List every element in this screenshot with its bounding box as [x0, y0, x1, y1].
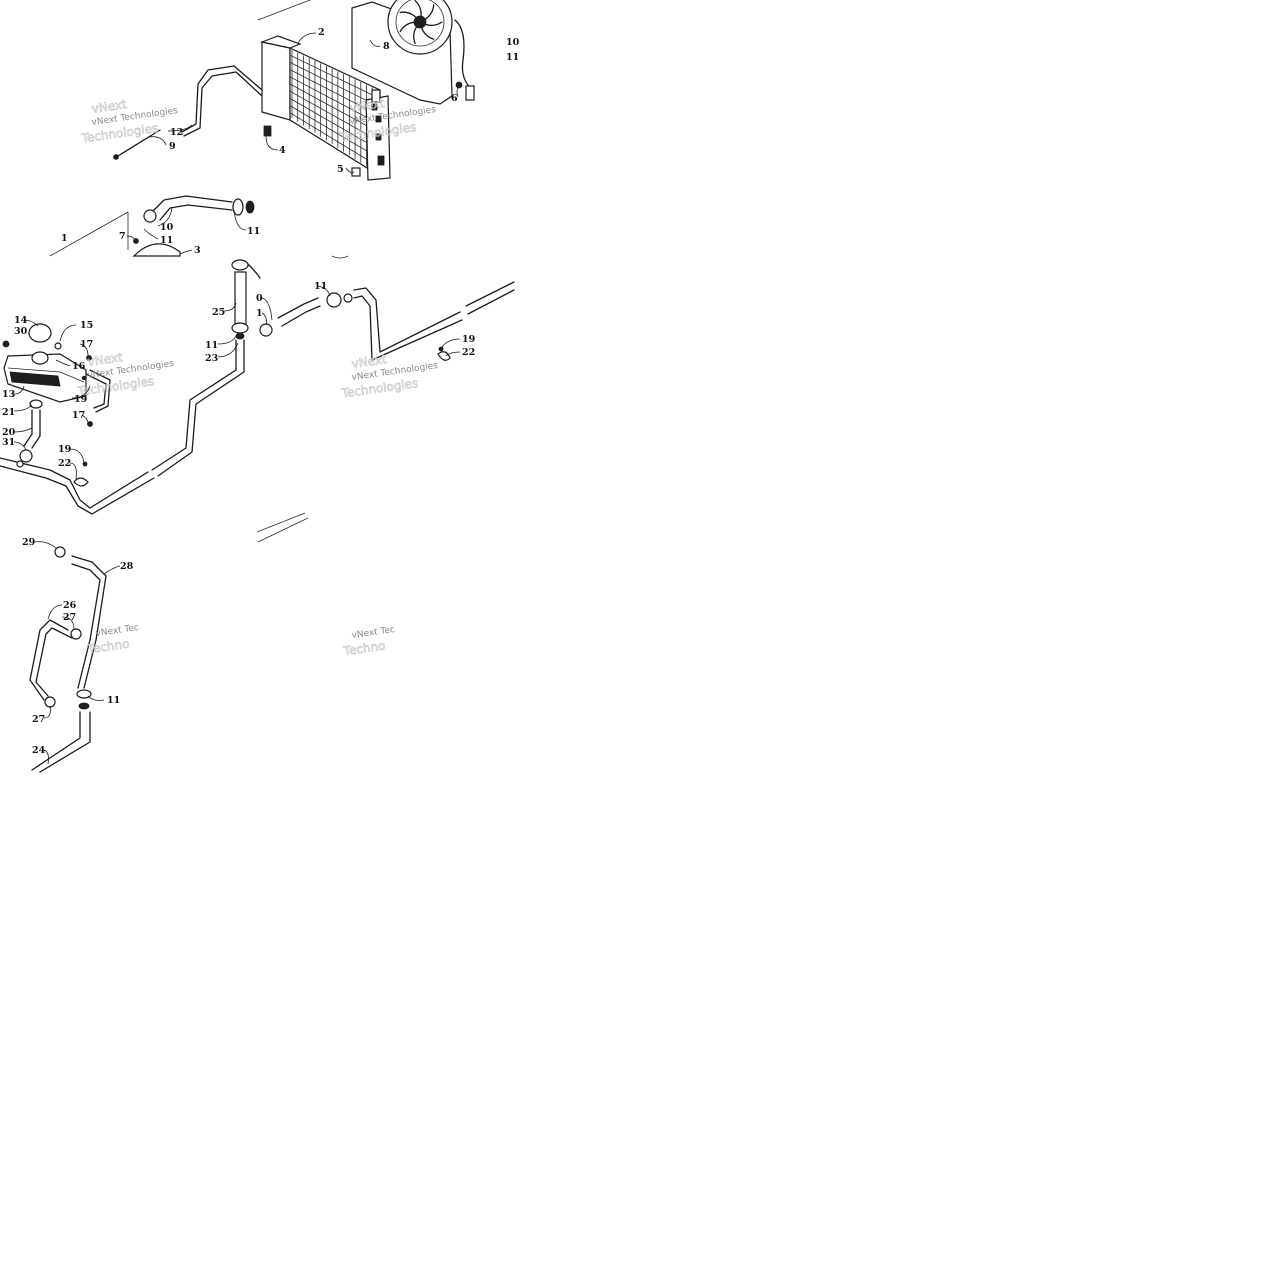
upper-hose — [143, 195, 255, 223]
svg-text:vNext: vNext — [91, 97, 128, 116]
fan-assembly — [351, 0, 475, 105]
callout-11: 11 — [107, 695, 120, 706]
callout-17: 17 — [80, 339, 93, 350]
callout-6: 6 — [451, 93, 458, 104]
callout-16: 16 — [72, 361, 86, 372]
callout-19: 19 — [58, 444, 72, 455]
watermark-text-partial: vNext Tec — [351, 625, 396, 641]
reference-lines — [49, 0, 349, 543]
callout-1: 1 — [256, 308, 263, 319]
callout-14: 14 — [14, 315, 28, 326]
vertical-hose — [231, 259, 261, 340]
lower-hoses — [29, 546, 107, 773]
callout-0: 0 — [256, 293, 263, 304]
callout-8: 8 — [383, 41, 390, 52]
callout-15: 15 — [80, 320, 93, 331]
callout-25: 25 — [212, 307, 225, 318]
callout-4: 4 — [279, 145, 286, 156]
callout-10: 10 — [506, 37, 520, 48]
callout-7: 7 — [119, 231, 126, 242]
radiator — [259, 35, 391, 181]
callout-9: 9 — [169, 141, 176, 152]
reservoir-drain — [16, 399, 89, 487]
right-hose — [259, 281, 515, 361]
svg-text:vNext: vNext — [87, 350, 124, 369]
callout-11: 11 — [247, 226, 260, 237]
callout-27: 27 — [32, 714, 45, 725]
watermark-text-partial: vNext Tec — [95, 623, 140, 639]
reservoir — [2, 323, 111, 427]
pump-cover — [132, 238, 181, 257]
callout-3: 3 — [194, 245, 201, 256]
callout-11: 11 — [205, 340, 218, 351]
callout-22: 22 — [58, 458, 71, 469]
callout-11: 11 — [506, 52, 519, 63]
svg-text:vNext: vNext — [351, 352, 388, 371]
svg-text:Techno: Techno — [342, 639, 386, 659]
callout-11: 11 — [160, 235, 173, 246]
callout-27: 27 — [63, 612, 76, 623]
callout-13: 13 — [2, 389, 15, 400]
callout-23: 23 — [205, 353, 218, 364]
callout-19: 19 — [74, 394, 88, 405]
callout-19: 19 — [462, 334, 476, 345]
callout-24: 24 — [32, 745, 46, 756]
callout-2: 2 — [318, 27, 325, 38]
callout-10: 10 — [160, 222, 174, 233]
long-hose — [0, 339, 245, 515]
callout-5: 5 — [337, 164, 344, 175]
leader-lines — [13, 32, 461, 765]
callout-31: 31 — [2, 437, 15, 448]
callout-22: 22 — [462, 347, 475, 358]
fittings — [263, 125, 361, 177]
callout-26: 26 — [63, 600, 77, 611]
svg-text:Techno: Techno — [86, 637, 130, 657]
callout-29: 29 — [22, 537, 36, 548]
callout-11: 11 — [314, 281, 327, 292]
callout-labels: 2 8 10 11 6 12 9 4 5 10 11 11 1 7 3 25 1… — [2, 27, 520, 756]
svg-text:vNext: vNext — [349, 96, 386, 115]
callout-21: 21 — [2, 407, 15, 418]
callout-12: 12 — [170, 127, 183, 138]
callout-30: 30 — [14, 326, 28, 337]
callout-28: 28 — [120, 561, 134, 572]
callout-1: 1 — [61, 233, 68, 244]
overflow-hose — [113, 65, 263, 160]
callout-17: 17 — [72, 410, 85, 421]
callout-20: 20 — [2, 427, 16, 438]
